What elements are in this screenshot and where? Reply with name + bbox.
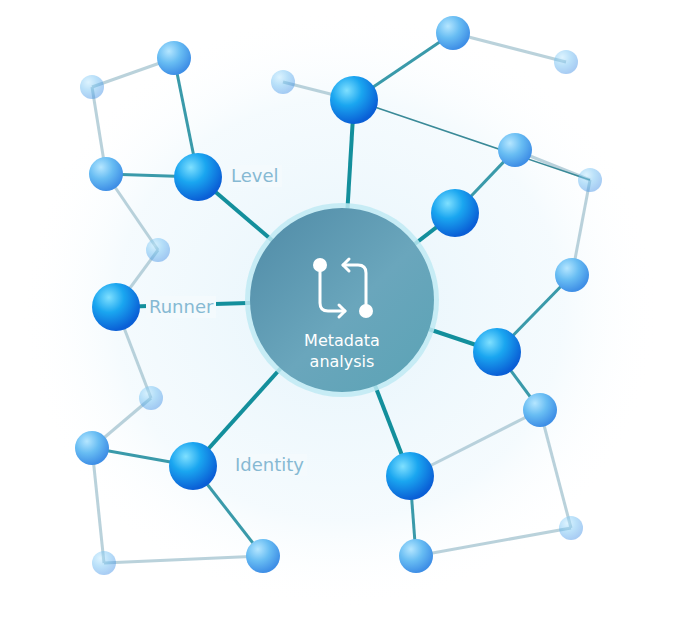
node-label-wrap: Metadata analysis: [244, 330, 440, 372]
node-label: Metadata analysis: [287, 330, 397, 372]
faded-label: Identity: [232, 454, 307, 476]
faded-label: Level: [228, 165, 282, 187]
analysis-circle: Metadata analysis: [244, 202, 440, 398]
faded-label: Runner: [146, 296, 216, 318]
